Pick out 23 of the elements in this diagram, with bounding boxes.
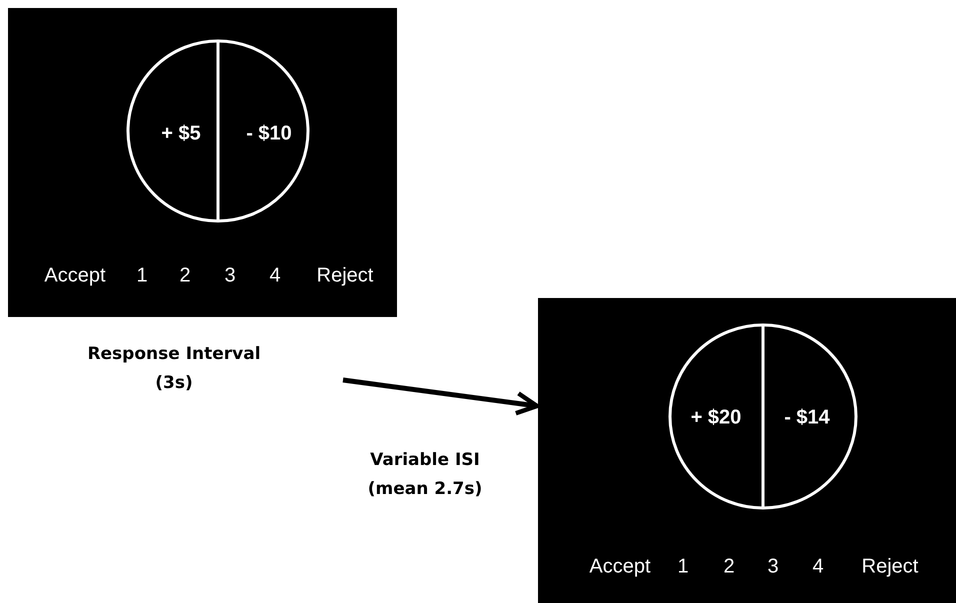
arrow (342, 378, 540, 416)
response-option-label: Reject (862, 556, 918, 578)
response-option-label: 1 (136, 264, 148, 288)
response-option-label: 2 (723, 556, 735, 578)
response-option-label: Accept (589, 556, 651, 578)
response-option-label: 3 (767, 556, 779, 578)
stimulus-screen (8, 8, 397, 317)
response-option-label: 2 (179, 264, 191, 288)
response-option-label: 4 (812, 556, 824, 578)
response-option-label: 4 (269, 264, 281, 288)
gamble-circle (126, 39, 310, 223)
response-option-label: Reject (316, 264, 374, 288)
response-option-label: 3 (224, 264, 236, 288)
amount-label: - $14 (784, 406, 830, 430)
response-option-label: 1 (677, 556, 689, 578)
amount-label: + $5 (161, 122, 201, 146)
interval-caption: Response Interval (3s) (86, 343, 262, 395)
interval-caption: Variable ISI (mean 2.7s) (366, 449, 484, 501)
amount-label: - $10 (246, 122, 292, 146)
amount-label: + $20 (690, 406, 742, 430)
gamble-circle (668, 323, 858, 510)
response-option-label: Accept (44, 264, 106, 288)
stimulus-screen (538, 298, 956, 603)
